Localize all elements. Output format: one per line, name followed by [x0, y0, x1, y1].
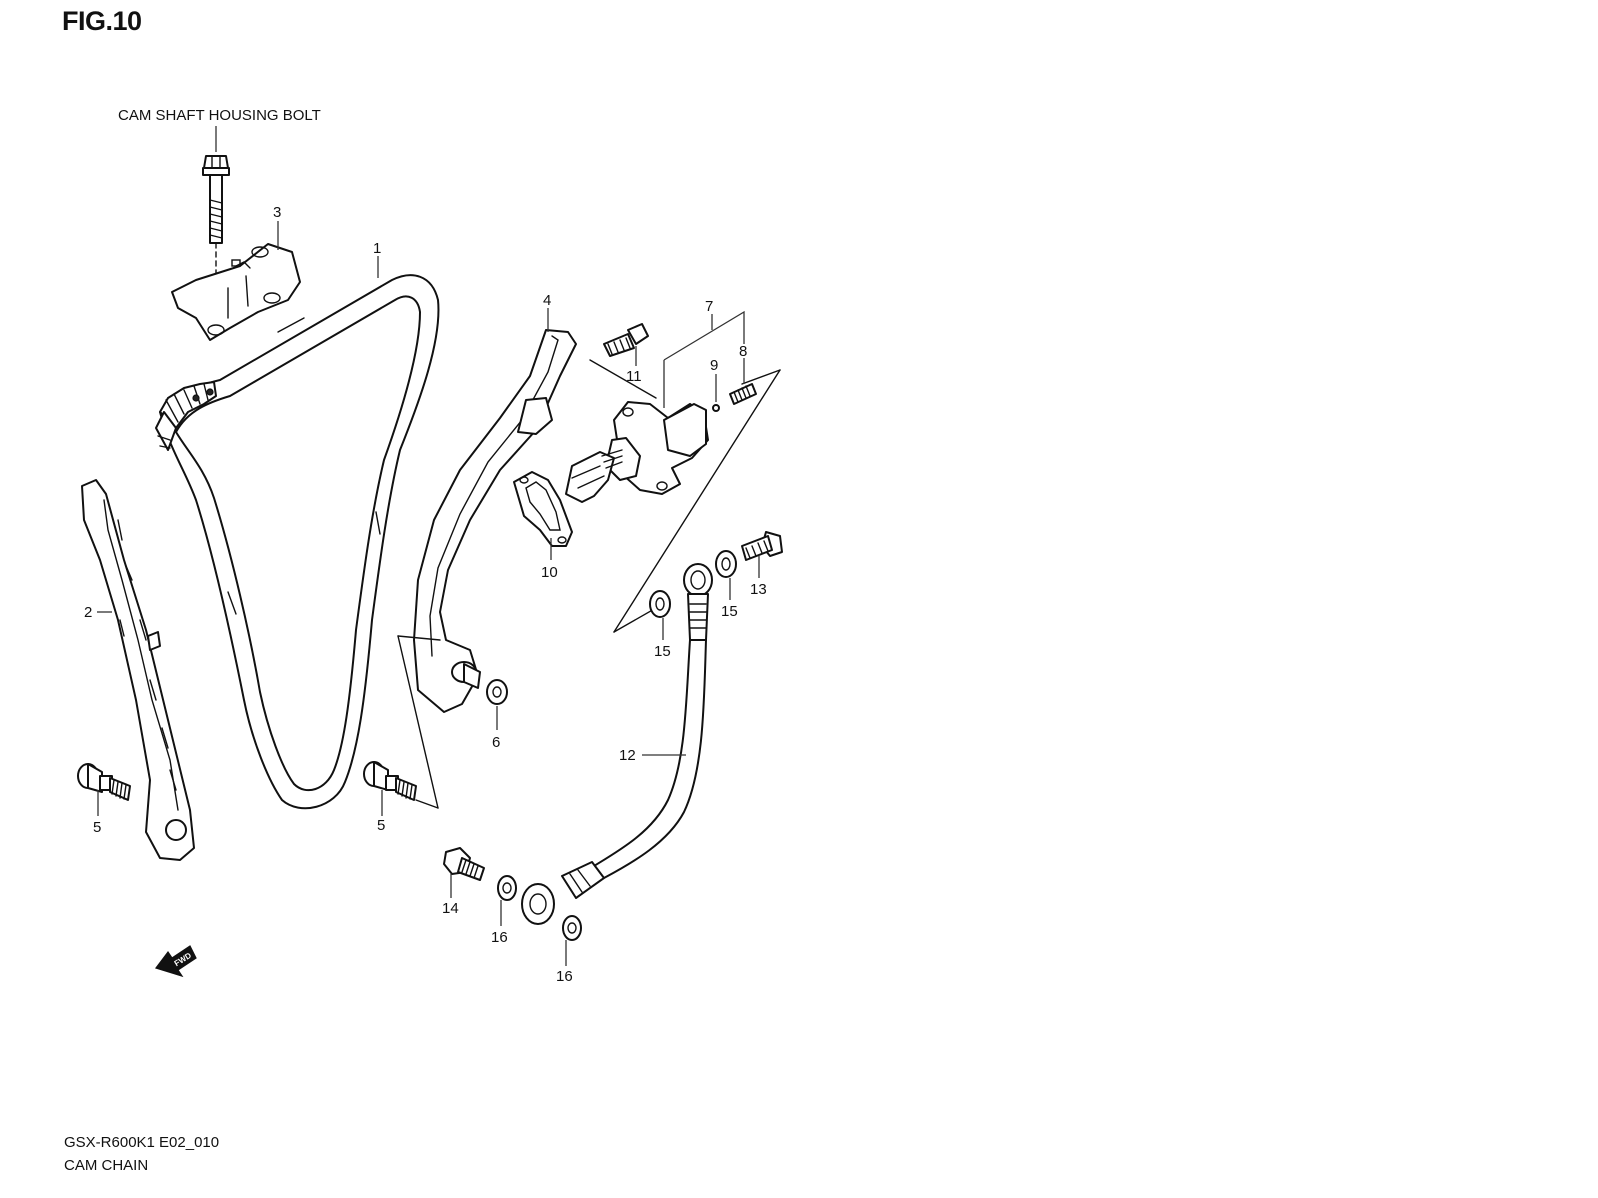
callout-15-upper: 15	[721, 603, 738, 620]
part-8-spring	[729, 383, 757, 405]
part-16-washer-right	[562, 915, 582, 941]
callout-1: 1	[373, 240, 381, 257]
part-7-tensioner-adjuster	[565, 401, 709, 503]
callout-16-right: 16	[556, 968, 573, 985]
part-2-chain-guide	[81, 479, 195, 861]
callout-11: 11	[626, 368, 642, 385]
part-15-washer-upper	[715, 550, 737, 578]
part-11-bolt	[603, 323, 649, 357]
callout-9: 9	[710, 357, 718, 374]
fwd-arrow-icon: FWD	[155, 945, 197, 978]
part-9-ball	[712, 404, 720, 412]
callout-8: 8	[739, 343, 747, 360]
callout-2: 2	[84, 604, 92, 621]
figure-title: FIG.10	[62, 6, 142, 36]
part-16-washer-left	[497, 875, 517, 901]
part-5-bolt-right	[363, 761, 417, 801]
callout-14: 14	[442, 900, 459, 917]
part-13-bolt	[741, 531, 783, 561]
section-name: CAM CHAIN	[64, 1157, 149, 1174]
part-5-bolt-left	[77, 763, 131, 801]
part-12-oil-pipe	[521, 563, 713, 925]
callout-6: 6	[492, 734, 500, 751]
part-10-gasket	[513, 471, 573, 547]
cam-shaft-housing-bolt	[202, 155, 230, 291]
callout-10: 10	[541, 564, 558, 581]
callout-12: 12	[619, 747, 636, 764]
part-15-washer-lower	[649, 590, 671, 618]
cam-shaft-bolt-label: CAM SHAFT HOUSING BOLT	[118, 107, 321, 124]
part-1-cam-chain	[155, 274, 440, 810]
callout-5-left: 5	[93, 819, 101, 836]
callout-3: 3	[273, 204, 281, 221]
part-14-bolt	[443, 847, 485, 881]
callout-7: 7	[705, 298, 713, 315]
callout-13: 13	[750, 581, 767, 598]
part-3-guide-bracket	[171, 243, 301, 341]
callout-15-lower: 15	[654, 643, 671, 660]
callout-4: 4	[543, 292, 551, 309]
callout-16-left: 16	[491, 929, 508, 946]
part-4-tensioner-arm	[413, 329, 577, 713]
callout-5-right: 5	[377, 817, 385, 834]
part-6-washer	[486, 679, 508, 705]
model-code: GSX-R600K1 E02_010	[64, 1134, 220, 1151]
